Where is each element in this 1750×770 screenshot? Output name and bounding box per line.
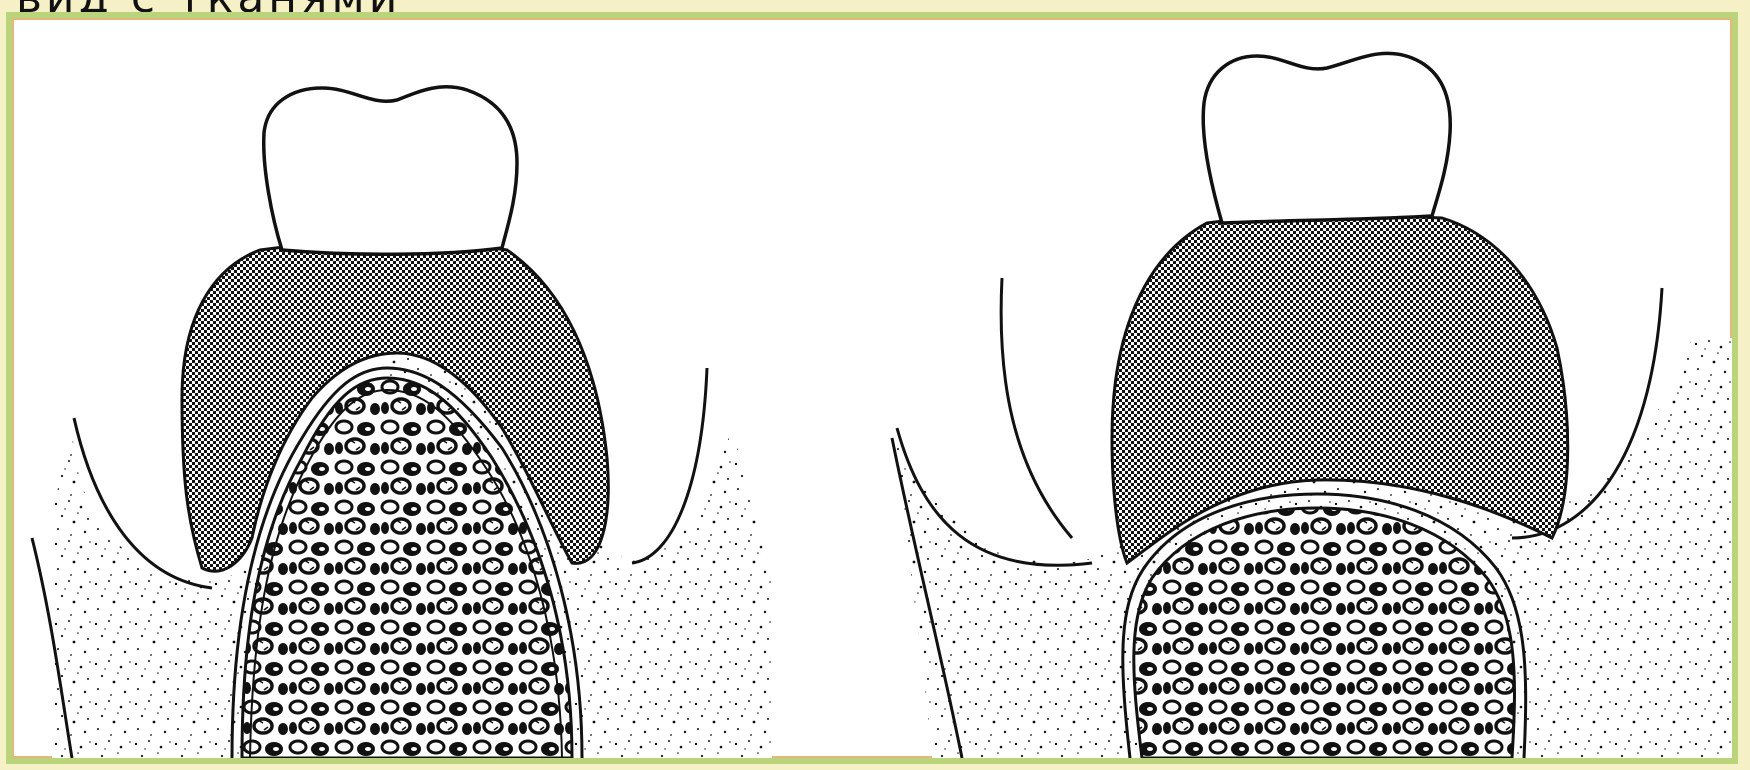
left-tooth-crown bbox=[264, 87, 517, 255]
figure-frame bbox=[6, 12, 1738, 764]
left-panel bbox=[32, 87, 772, 758]
right-panel bbox=[892, 53, 1732, 758]
tooth-denture-diagram bbox=[12, 18, 1732, 758]
right-tooth-crown bbox=[1203, 53, 1450, 223]
